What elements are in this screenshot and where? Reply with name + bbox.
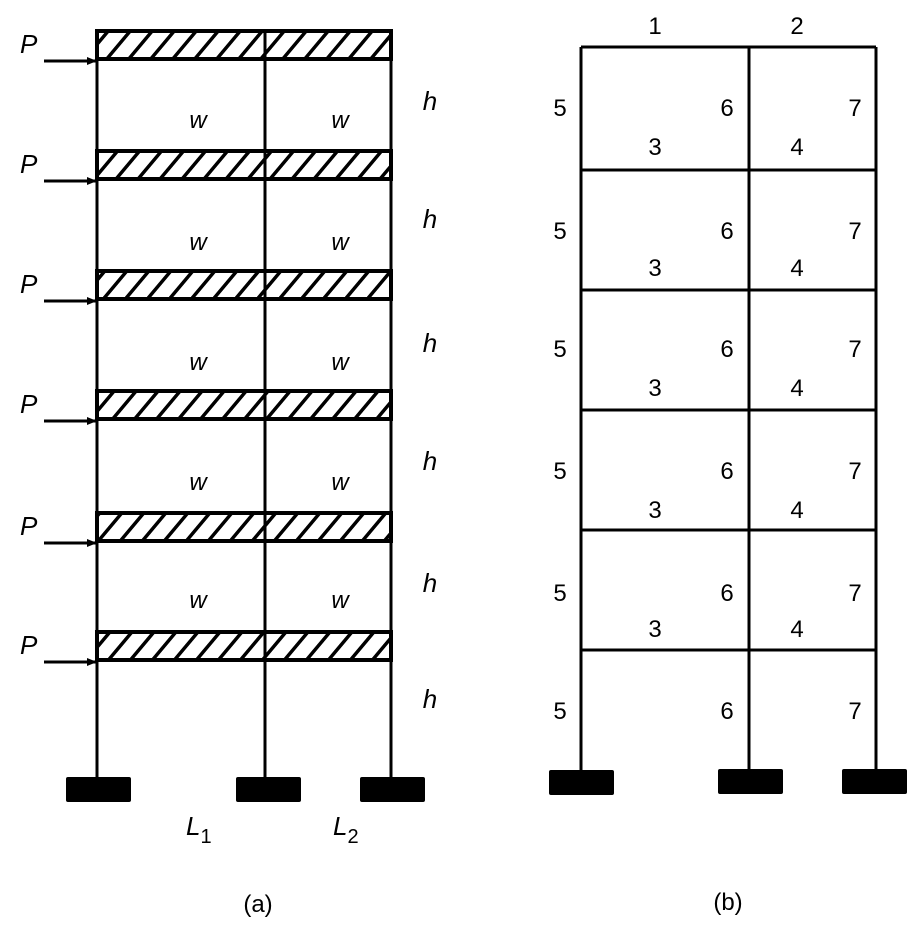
- hatched-slab: [95, 269, 393, 301]
- beam-label-3: 3: [648, 134, 661, 161]
- column-label-5: 5: [553, 698, 566, 725]
- beam-label-2: 2: [790, 13, 803, 40]
- column-label-7: 7: [848, 458, 861, 485]
- beam-label-1: 1: [648, 13, 661, 40]
- footing: [360, 777, 425, 802]
- distributed-load-label-w: w: [331, 107, 350, 134]
- story-height-label-h: h: [423, 86, 437, 116]
- column-label-6: 6: [720, 218, 733, 245]
- span-label-sub: 1: [200, 826, 211, 848]
- frame-a: PPPPPPwwwwwwwwwwwwhhhhhhL1L2: [20, 29, 437, 848]
- beam-label-4: 4: [790, 134, 803, 161]
- distributed-load-label-w: w: [331, 469, 350, 496]
- column-label-6: 6: [720, 580, 733, 607]
- span-label-L2: L2: [333, 811, 359, 848]
- hatched-slab: [95, 389, 393, 421]
- beam-label-4: 4: [790, 255, 803, 282]
- load-label-p: P: [20, 389, 38, 419]
- column-label-5: 5: [553, 336, 566, 363]
- beam-label-4: 4: [790, 497, 803, 524]
- beam-label-3: 3: [648, 375, 661, 402]
- distributed-load-label-w: w: [189, 107, 208, 134]
- beam-label-3: 3: [648, 497, 661, 524]
- span-label-main: L: [186, 811, 200, 841]
- story-height-label-h: h: [423, 328, 437, 358]
- story-height-label-h: h: [423, 204, 437, 234]
- distributed-load-label-w: w: [331, 349, 350, 376]
- column-label-6: 6: [720, 95, 733, 122]
- hatched-slab: [95, 29, 393, 61]
- column-label-5: 5: [553, 458, 566, 485]
- distributed-load-label-w: w: [331, 587, 350, 614]
- column-label-7: 7: [848, 698, 861, 725]
- beam-label-3: 3: [648, 255, 661, 282]
- span-label-main: L: [333, 811, 347, 841]
- footing: [842, 769, 907, 794]
- hatched-slab: [95, 149, 393, 181]
- span-label-L1: L1: [186, 811, 212, 848]
- distributed-load-label-w: w: [189, 587, 208, 614]
- beam-label-4: 4: [790, 616, 803, 643]
- load-label-p: P: [20, 29, 38, 59]
- frame-b: 1 2 3 4 3 4 3 4 3 4 3 4 5 6 7 5 6 7 5 6 7 5 6 7 5 6 7 5 6 7: [549, 13, 907, 795]
- footing: [549, 770, 614, 795]
- caption-a: (a): [243, 891, 272, 918]
- beam-label-4: 4: [790, 375, 803, 402]
- column-label-7: 7: [848, 95, 861, 122]
- caption-b: (b): [713, 889, 742, 916]
- column-label-6: 6: [720, 458, 733, 485]
- footing: [66, 777, 131, 802]
- story-height-label-h: h: [423, 684, 437, 714]
- column-label-5: 5: [553, 580, 566, 607]
- span-label-sub: 2: [347, 826, 358, 848]
- column-label-5: 5: [553, 95, 566, 122]
- load-label-p: P: [20, 269, 38, 299]
- story-height-label-h: h: [423, 446, 437, 476]
- footing: [718, 769, 783, 794]
- distributed-load-label-w: w: [189, 349, 208, 376]
- column-label-6: 6: [720, 698, 733, 725]
- column-label-7: 7: [848, 218, 861, 245]
- distributed-load-label-w: w: [189, 229, 208, 256]
- distributed-load-label-w: w: [331, 229, 350, 256]
- column-label-6: 6: [720, 336, 733, 363]
- column-label-5: 5: [553, 218, 566, 245]
- beam-label-3: 3: [648, 616, 661, 643]
- footing: [236, 777, 301, 802]
- column-label-7: 7: [848, 580, 861, 607]
- load-label-p: P: [20, 149, 38, 179]
- story-height-label-h: h: [423, 568, 437, 598]
- distributed-load-label-w: w: [189, 469, 208, 496]
- load-label-p: P: [20, 630, 38, 660]
- hatched-slab: [95, 630, 393, 662]
- hatched-slab: [95, 511, 393, 543]
- column-label-7: 7: [848, 336, 861, 363]
- load-label-p: P: [20, 511, 38, 541]
